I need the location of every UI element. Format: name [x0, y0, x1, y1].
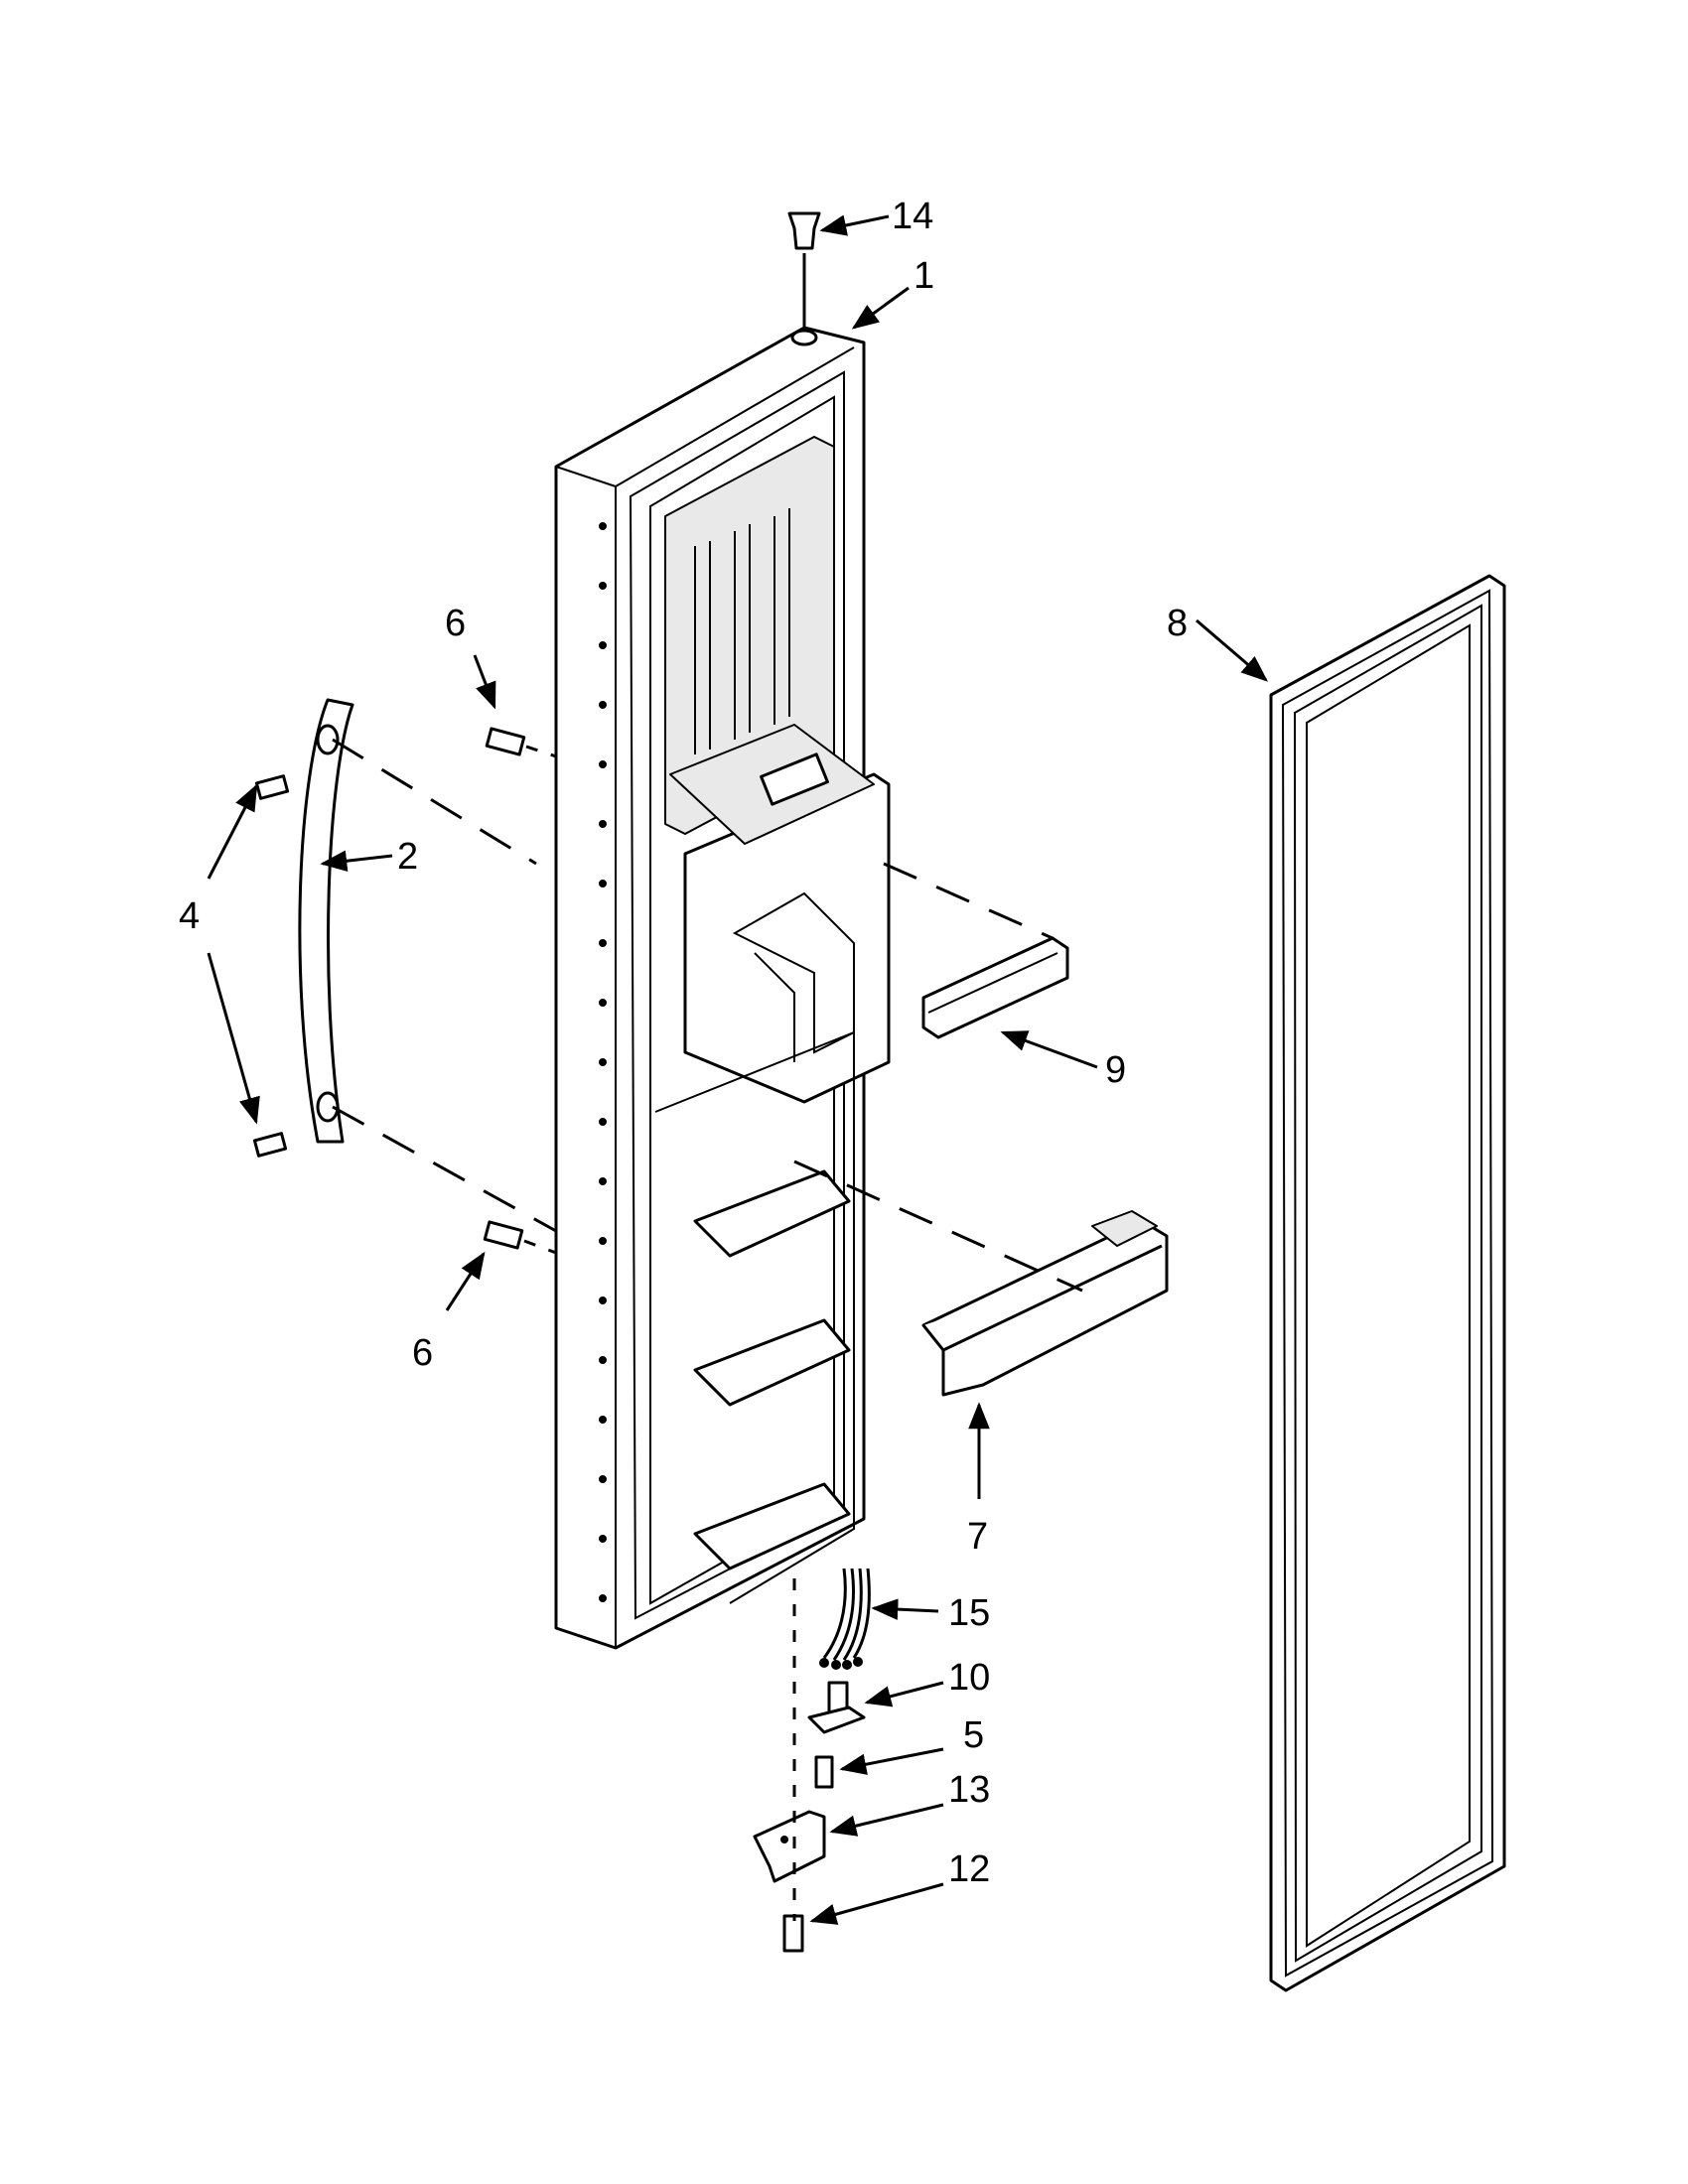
- hinge-cap-14: [787, 211, 821, 328]
- callout-13: 13: [948, 1769, 990, 1811]
- door-gasket-8: [1269, 574, 1506, 1992]
- dispenser-trim-9: [883, 862, 1069, 1039]
- callout-9: 9: [1105, 1049, 1126, 1091]
- hinge-screw-5: [814, 1755, 834, 1789]
- handle-screws-4: [252, 774, 290, 1158]
- door-bin-7: [793, 1160, 1169, 1397]
- callout-5: 5: [963, 1714, 984, 1756]
- callout-1: 1: [914, 255, 934, 297]
- callout-12: 12: [948, 1848, 990, 1890]
- callout-15: 15: [948, 1592, 990, 1634]
- leader-arrows: [207, 214, 1269, 1925]
- freezer-door: [554, 326, 891, 1650]
- callout-10: 10: [948, 1657, 990, 1699]
- door-edge-dots: [599, 522, 607, 1602]
- callout-6-top: 6: [445, 603, 466, 644]
- hinge-13: [753, 1810, 826, 1883]
- callout-7: 7: [967, 1516, 988, 1558]
- callout-8: 8: [1167, 603, 1188, 644]
- callout-2: 2: [397, 836, 418, 878]
- door-handle-2: [298, 698, 557, 1233]
- wire-harness-15: [819, 1568, 871, 1670]
- callout-6-bottom: 6: [412, 1332, 433, 1374]
- hinge-bushing-10: [807, 1681, 866, 1734]
- callout-14: 14: [892, 196, 933, 237]
- callout-4: 4: [179, 895, 200, 937]
- mounting-screws-6: [483, 727, 557, 1255]
- hinge-screw-12: [782, 1914, 804, 1953]
